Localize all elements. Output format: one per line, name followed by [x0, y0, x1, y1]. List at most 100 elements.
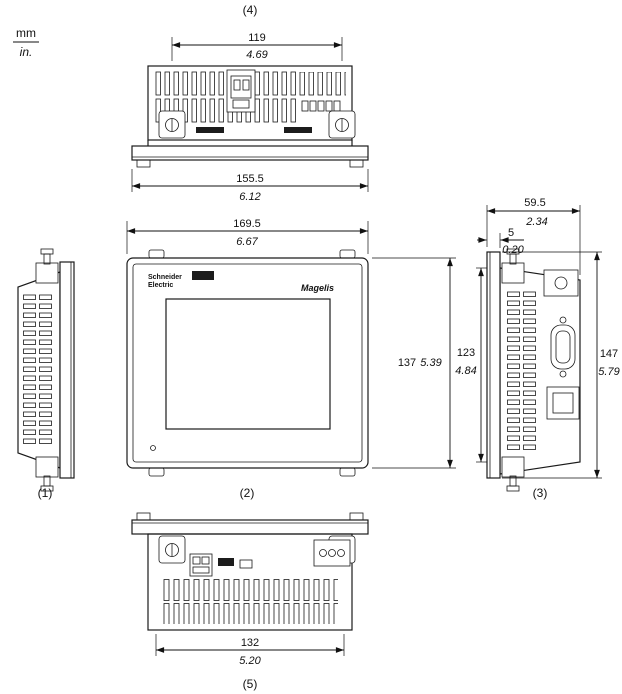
dim-mm: 123	[457, 347, 475, 359]
display-screen	[165, 298, 331, 430]
reset-detail	[239, 559, 253, 569]
dim-mm: 119	[248, 32, 266, 44]
mounting-tab	[339, 249, 356, 259]
dim-mm: 132	[241, 637, 259, 649]
dip-switch-row	[301, 100, 341, 112]
clip-screw-shaft	[43, 253, 51, 265]
dim-side-depth: 59.5 2.34	[486, 197, 581, 275]
dsub-screw	[559, 316, 567, 324]
unit-in-label: in.	[20, 45, 33, 59]
front-view: Schneider Electric Magelis (2)	[126, 249, 369, 500]
dim-cutout-height: 123 4.84	[455, 267, 487, 463]
io-connector-pin	[192, 556, 201, 565]
dip-switch	[309, 100, 317, 112]
dim-top-clip-span: 119 4.69	[171, 32, 343, 61]
dsub-screw	[559, 370, 567, 378]
mounting-tab	[148, 249, 165, 259]
dim-mm: 147	[600, 348, 618, 360]
dim-mm: 155.5	[236, 173, 264, 185]
bezel-foot	[136, 512, 151, 521]
units-legend: mm in.	[13, 26, 39, 59]
dip-switch	[325, 100, 333, 112]
vent-slots	[299, 72, 346, 96]
dim-front-height: 137 5.39	[372, 257, 456, 469]
ethernet-port	[546, 386, 580, 420]
top-view: (4)	[131, 3, 369, 168]
bezel-flange	[131, 519, 369, 535]
bezel-foot	[349, 512, 364, 521]
left-side-view: (1)	[17, 248, 75, 500]
top-connector-pin	[242, 79, 250, 91]
clip-screw-head	[40, 248, 54, 255]
dim-bezel-depth: 5 0.20	[477, 227, 525, 256]
gasket-bar	[284, 127, 312, 133]
top-view-label: (4)	[243, 3, 258, 17]
dim-in: 5.39	[420, 357, 441, 369]
top-view-body	[147, 65, 353, 141]
front-bezel-inner	[132, 263, 363, 463]
clip-screw-shaft	[43, 475, 51, 487]
brand-logo-line1: Schneider	[148, 274, 182, 281]
front-view-label: (2)	[240, 486, 255, 500]
io-connector	[189, 553, 213, 577]
dim-in: 6.67	[236, 236, 258, 248]
model-logo: Magelis	[301, 283, 334, 293]
power-terminal-block	[313, 539, 351, 567]
dim-in: 6.12	[239, 191, 260, 203]
right-view-label: (3)	[533, 486, 548, 500]
serial-dsub-port	[550, 324, 576, 370]
dim-mm: 5	[508, 227, 514, 239]
vent-slots	[506, 290, 538, 450]
gasket-bar	[196, 127, 224, 133]
dim-bottom-clip-span: 132 5.20	[155, 634, 345, 667]
bezel-flange	[131, 145, 369, 161]
right-side-view: (3)	[486, 248, 581, 500]
dip-switch	[317, 100, 325, 112]
left-view-label: (1)	[38, 486, 53, 500]
dim-mm: 169.5	[233, 218, 261, 230]
bottom-view-body	[147, 533, 353, 631]
unit-mm-label: mm	[16, 26, 36, 40]
clip-screw-shaft	[509, 253, 517, 265]
terminal-screw	[337, 549, 345, 557]
mounting-tab	[148, 467, 165, 477]
dim-mm: 137	[398, 357, 416, 369]
left-bezel	[59, 261, 75, 479]
bezel-foot	[136, 159, 151, 168]
mounting-tab	[339, 467, 356, 477]
dim-side-height: 147 5.79	[502, 251, 620, 479]
dim-top-overall-width: 155.5 6.12	[131, 169, 369, 203]
serial-dsub-inner	[555, 330, 571, 364]
brand-logo-mark	[192, 271, 214, 280]
dim-in: 0.20	[502, 244, 524, 256]
io-connector-pin	[192, 566, 210, 574]
io-connector-pin	[201, 556, 210, 565]
bezel-foot	[349, 159, 364, 168]
dim-in: 5.20	[239, 655, 261, 667]
brand-logo-line2: Electric	[148, 282, 173, 289]
vent-slots	[162, 578, 338, 624]
terminal-screw	[319, 549, 327, 557]
memory-slot	[218, 558, 234, 566]
mounting-clip	[501, 262, 525, 284]
dim-in: 5.79	[598, 366, 619, 378]
ethernet-port-inner	[552, 392, 574, 414]
bottom-view-label: (5)	[243, 677, 258, 691]
bottom-view: (5)	[131, 512, 369, 691]
dim-front-width: 169.5 6.67	[126, 218, 369, 254]
status-led	[150, 445, 156, 451]
mounting-clip	[35, 262, 59, 284]
power-connector	[543, 269, 579, 297]
dip-switch	[301, 100, 309, 112]
dim-mm: 59.5	[524, 197, 545, 209]
top-connector-pin	[233, 79, 241, 91]
top-connector-detail	[226, 69, 256, 113]
dip-switch	[333, 100, 341, 112]
mounting-clip	[501, 456, 525, 478]
clip-screw-shaft	[509, 475, 517, 487]
terminal-screw	[328, 549, 336, 557]
front-bezel-outline	[126, 257, 369, 469]
clip-screw-head	[506, 485, 520, 492]
